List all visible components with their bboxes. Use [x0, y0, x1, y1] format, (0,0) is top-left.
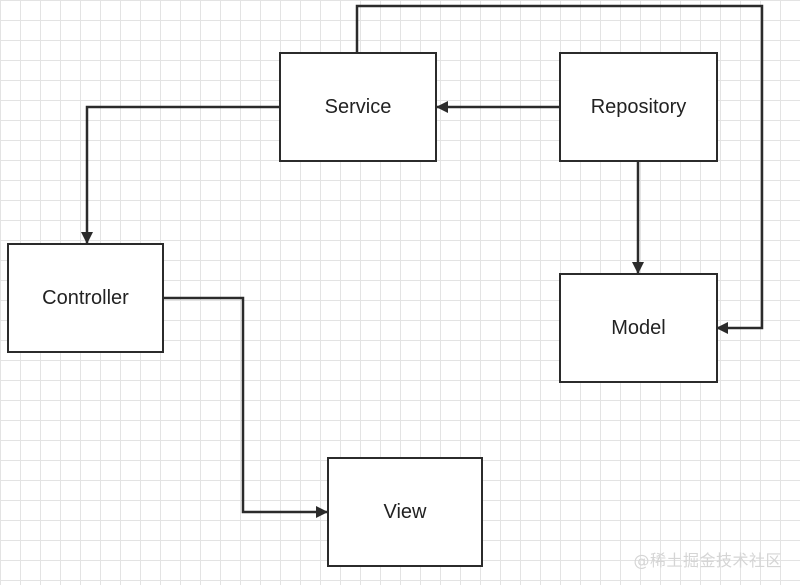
controller-label: Controller	[42, 286, 129, 309]
model-node: Model	[559, 273, 718, 383]
service-label: Service	[324, 95, 392, 118]
repository-node: Repository	[559, 52, 718, 162]
edge-service-to-model	[355, 4, 764, 334]
edge-service-to-controller	[81, 105, 280, 244]
edge-controller-to-view	[164, 296, 328, 518]
view-label: View	[383, 500, 427, 523]
controller-node: Controller	[7, 243, 164, 353]
watermark: @稀土掘金技术社区	[633, 551, 782, 570]
model-label: Model	[611, 316, 666, 339]
repository-label: Repository	[590, 95, 687, 118]
service-node: Service	[279, 52, 437, 162]
view-node: View	[327, 457, 483, 567]
